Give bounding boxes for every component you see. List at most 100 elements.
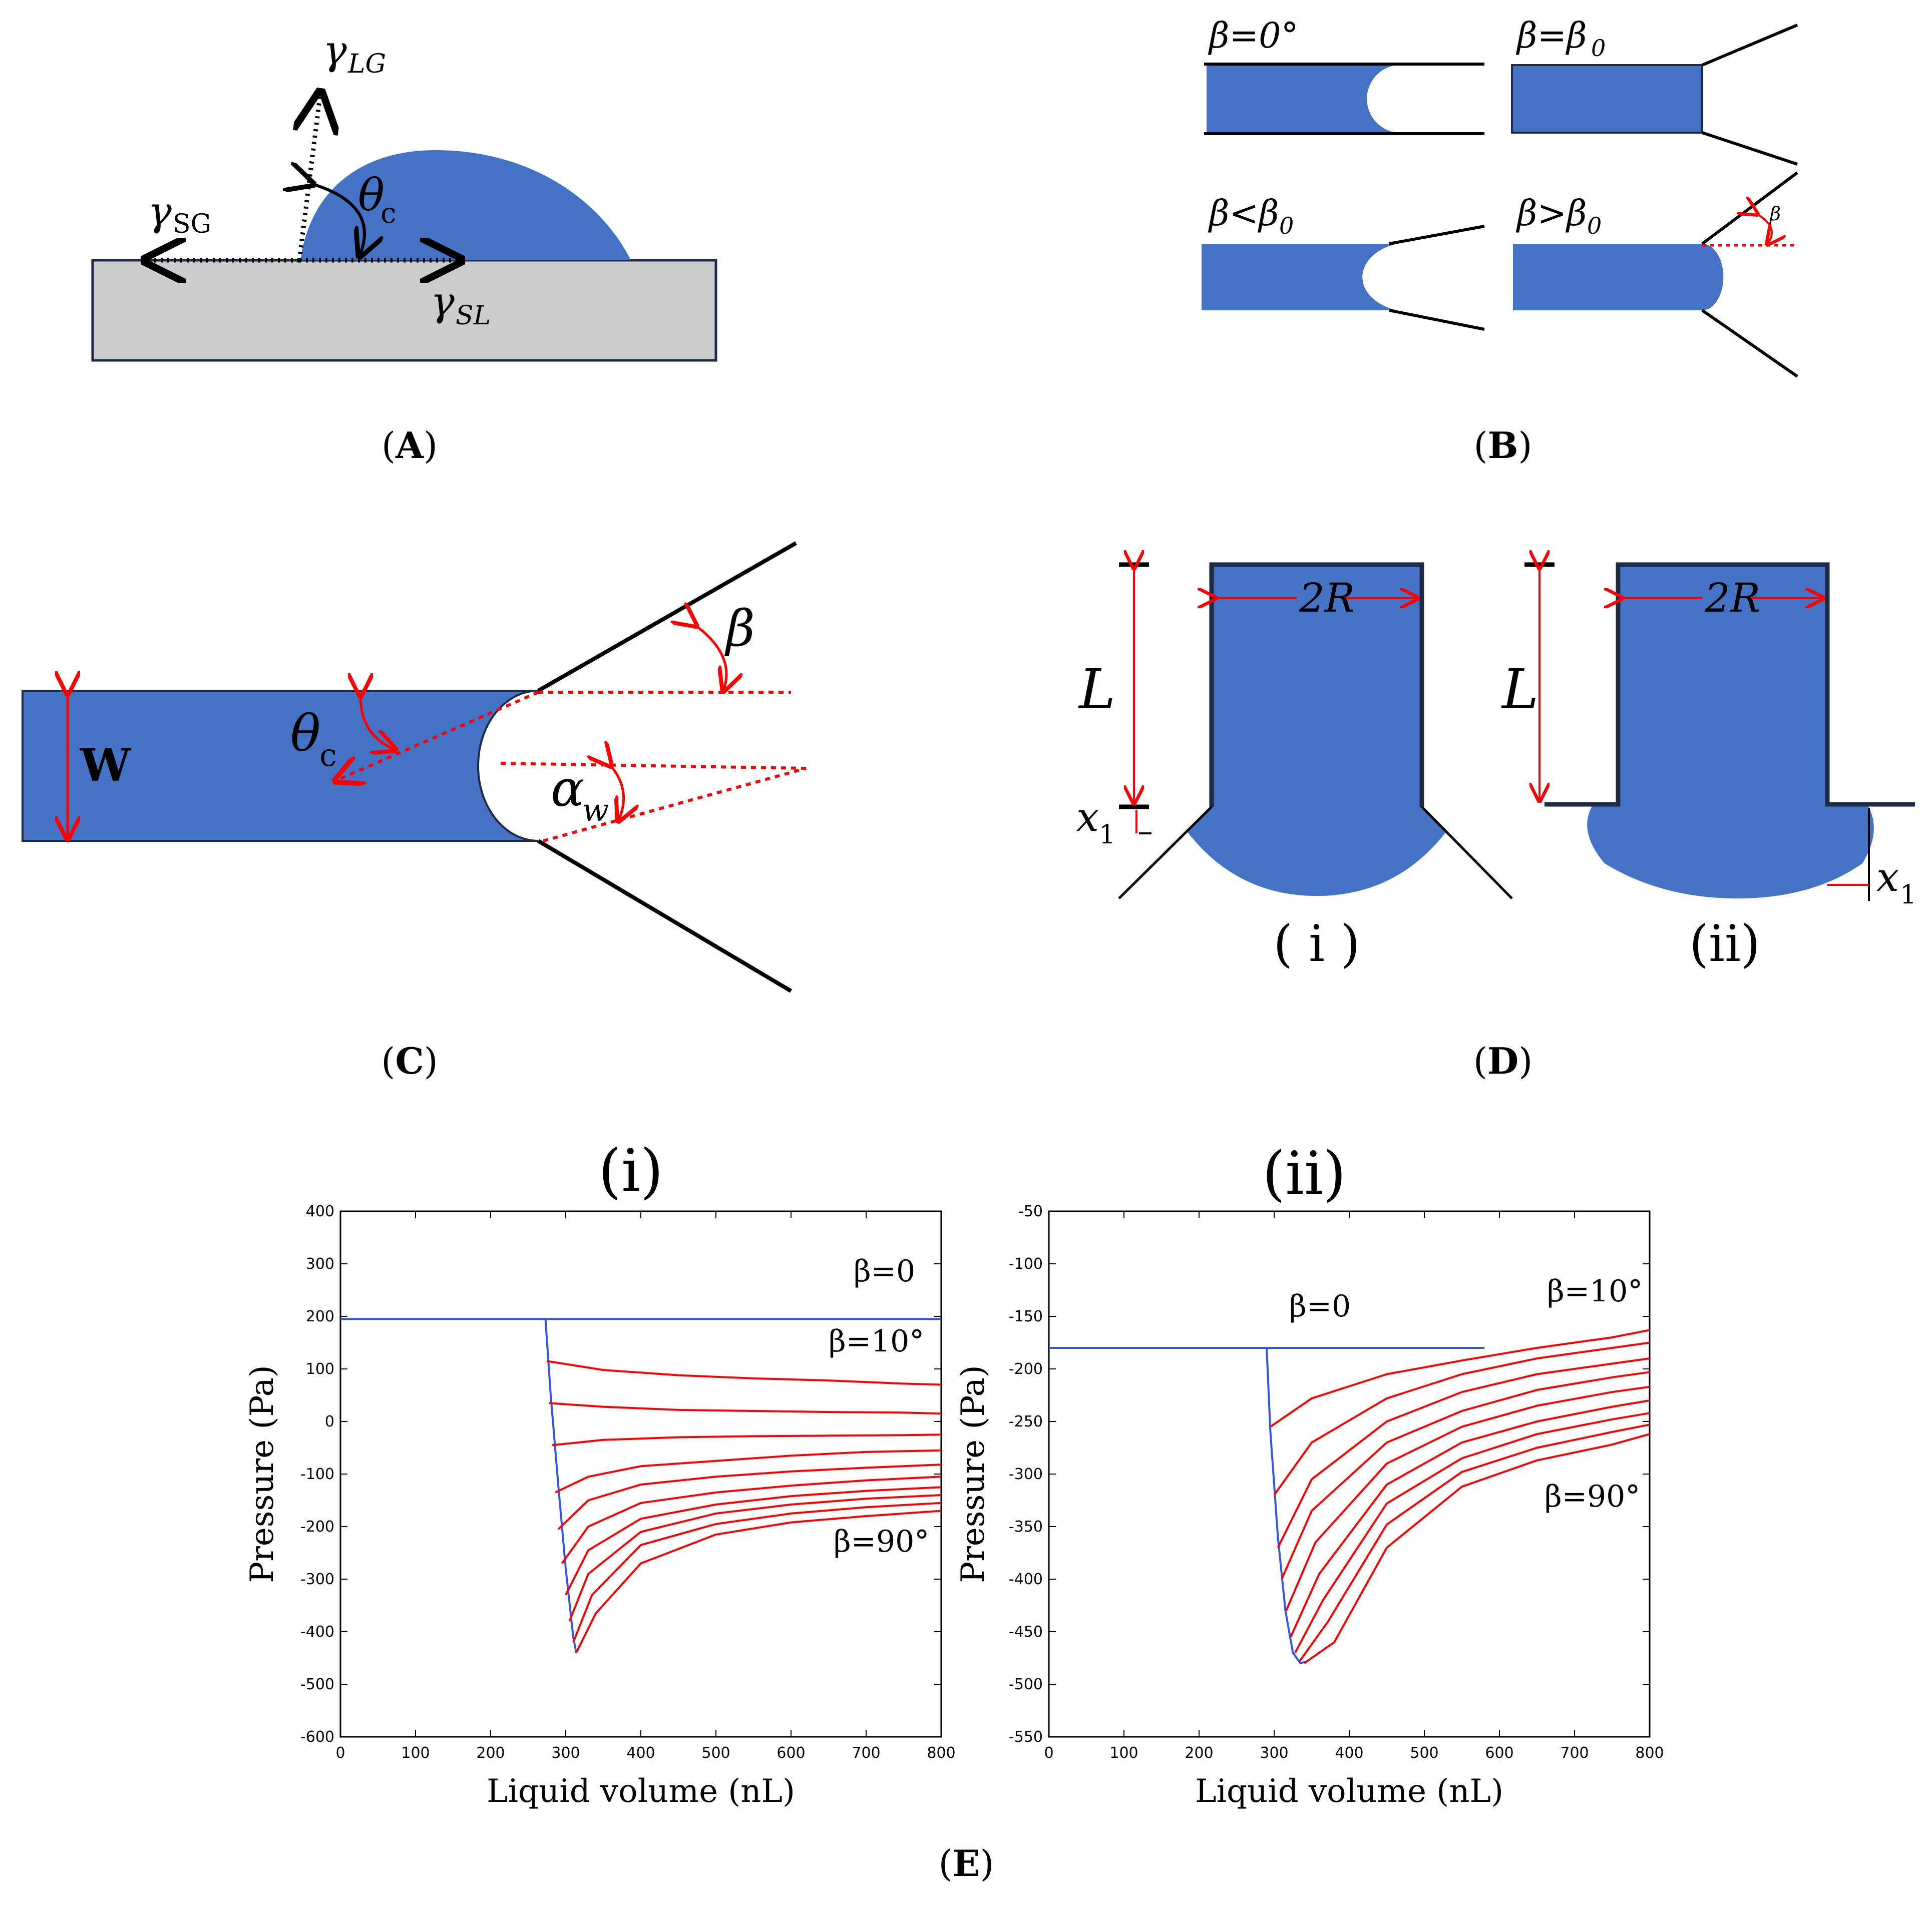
d-i-label: ( i ) <box>1273 914 1360 973</box>
d-ii-x-label: x <box>1876 854 1899 900</box>
c-alpha-arc <box>611 766 624 821</box>
series-line-5 <box>1277 1357 1650 1548</box>
x-tick-label: 100 <box>401 1744 430 1762</box>
y-tick-label: -400 <box>300 1623 334 1641</box>
b-label-beta-eq-sub: 0 <box>1591 35 1606 62</box>
y-tick-label: 300 <box>306 1255 334 1273</box>
x-tick-label: 800 <box>1635 1744 1664 1762</box>
panel-d-ii: 2R L x 1 (ii) <box>1501 565 1916 973</box>
d-ii-liquid <box>1587 565 1874 898</box>
y-tick-label: -350 <box>1009 1518 1043 1536</box>
b-label-beta-lt: β<β <box>1208 193 1279 234</box>
y-axis-label: Pressure (Pa) <box>955 1365 992 1583</box>
y-tick-label: -150 <box>1009 1308 1043 1325</box>
plot-area <box>339 1210 942 1738</box>
d-i-x-subscript: 1 <box>1099 820 1115 850</box>
y-tick-label: 100 <box>306 1360 334 1378</box>
c-beta-label: β <box>724 599 755 658</box>
y-tick-label: -500 <box>300 1676 334 1693</box>
chart-annotation-1: β=0 <box>854 1254 915 1289</box>
b-beta-small-label: β <box>1769 203 1781 225</box>
b-beta-arc <box>1757 214 1772 244</box>
d-i-channel-walls <box>1209 562 1424 807</box>
y-tick-label: 0 <box>325 1413 334 1430</box>
x-tick-label: 100 <box>1109 1744 1138 1762</box>
b-label-beta-lt-sub: 0 <box>1279 212 1294 239</box>
y-tick-label: -550 <box>1009 1728 1043 1746</box>
c-theta-arc <box>360 696 396 750</box>
c-tangent-line <box>335 691 539 781</box>
x-tick-label: 0 <box>1044 1744 1053 1762</box>
x-tick-label: 300 <box>1260 1744 1288 1762</box>
series-line-7 <box>1285 1385 1650 1611</box>
series-line-4 <box>1273 1341 1650 1496</box>
y-tick-label: -100 <box>300 1466 334 1483</box>
plot-area <box>1048 1210 1651 1738</box>
d-ii-x-subscript: 1 <box>1900 880 1916 910</box>
c-wall-top <box>537 541 797 693</box>
d-ii-label: (ii) <box>1689 914 1760 973</box>
x-tick-label: 200 <box>1185 1744 1213 1762</box>
y-tick-label: -200 <box>300 1518 334 1536</box>
d-i-2r-label: 2R <box>1299 575 1355 621</box>
series-line-6 <box>1281 1371 1650 1580</box>
x-tick-label: 0 <box>335 1744 345 1762</box>
chart-annotation-2: β=10° <box>829 1324 924 1359</box>
caption-c: (C) <box>381 1040 438 1082</box>
c-channel <box>22 690 539 842</box>
chart-annotation-3: β=90° <box>834 1524 929 1559</box>
theta-symbol: θ <box>358 169 384 221</box>
series-line-5 <box>552 1433 942 1447</box>
c-wall-bottom <box>537 839 793 993</box>
caption-e: (E) <box>938 1842 994 1884</box>
y-tick-label: -450 <box>1009 1623 1043 1641</box>
series-line-10 <box>568 1494 942 1622</box>
d-ii-2r-label: 2R <box>1704 575 1760 621</box>
x-axis-label: Liquid volume (nL) <box>1195 1773 1503 1810</box>
y-tick-label: 400 <box>306 1203 334 1220</box>
theta-subscript: c <box>380 197 396 230</box>
c-width-label: W <box>80 739 132 792</box>
series-line-12 <box>575 1510 942 1653</box>
series-line-3 <box>1270 1329 1650 1428</box>
c-alpha-subscript: w <box>582 792 609 828</box>
d-i-liquid <box>1187 565 1447 896</box>
chart-annotation-2: β=10° <box>1547 1274 1643 1309</box>
gamma-sg-symbol: γ <box>148 188 172 235</box>
x-tick-label: 600 <box>777 1744 805 1762</box>
x-tick-label: 700 <box>852 1744 880 1762</box>
x-tick-label: 700 <box>1560 1744 1589 1762</box>
b-label-beta-eq: β=β <box>1515 15 1587 56</box>
b-wall-bottom-beta-gt <box>1701 309 1798 378</box>
y-tick-label: -250 <box>1009 1413 1043 1430</box>
x-tick-label: 400 <box>1335 1744 1363 1762</box>
x-tick-label: 200 <box>476 1744 505 1762</box>
b-wall-bottom-beta-eq <box>1702 131 1798 166</box>
b-channel-beta-eq <box>1511 64 1703 134</box>
droplet <box>300 150 631 260</box>
y-tick-label: -100 <box>1009 1255 1043 1273</box>
y-tick-label: -50 <box>1018 1203 1043 1220</box>
y-tick-label: -400 <box>1009 1571 1043 1588</box>
caption-b: (B) <box>1473 424 1532 466</box>
b-wall-top-beta-lt <box>1389 225 1485 245</box>
c-theta-subscript: c <box>319 737 337 773</box>
b-wall-top-beta-gt <box>1701 171 1798 245</box>
x-tick-label: 300 <box>551 1744 580 1762</box>
gamma-sg-subscript: SG <box>173 209 211 239</box>
b-label-beta-gt-sub: 0 <box>1587 212 1602 239</box>
d-ii-channel-walls <box>1544 562 1915 807</box>
b-channel-beta-lt <box>1202 244 1397 310</box>
e-label-i: (i) <box>598 1136 663 1205</box>
series-line-9 <box>1294 1412 1650 1653</box>
d-i-x-label: x <box>1076 794 1099 840</box>
b-channel-beta-gt <box>1513 244 1724 310</box>
series-line-8 <box>561 1476 942 1564</box>
d-i-2r-label-bg <box>1297 583 1344 613</box>
y-tick-label: -300 <box>300 1571 334 1588</box>
x-tick-label: 500 <box>1410 1744 1438 1762</box>
series-line-7 <box>557 1464 942 1530</box>
series-line-9 <box>565 1486 942 1596</box>
